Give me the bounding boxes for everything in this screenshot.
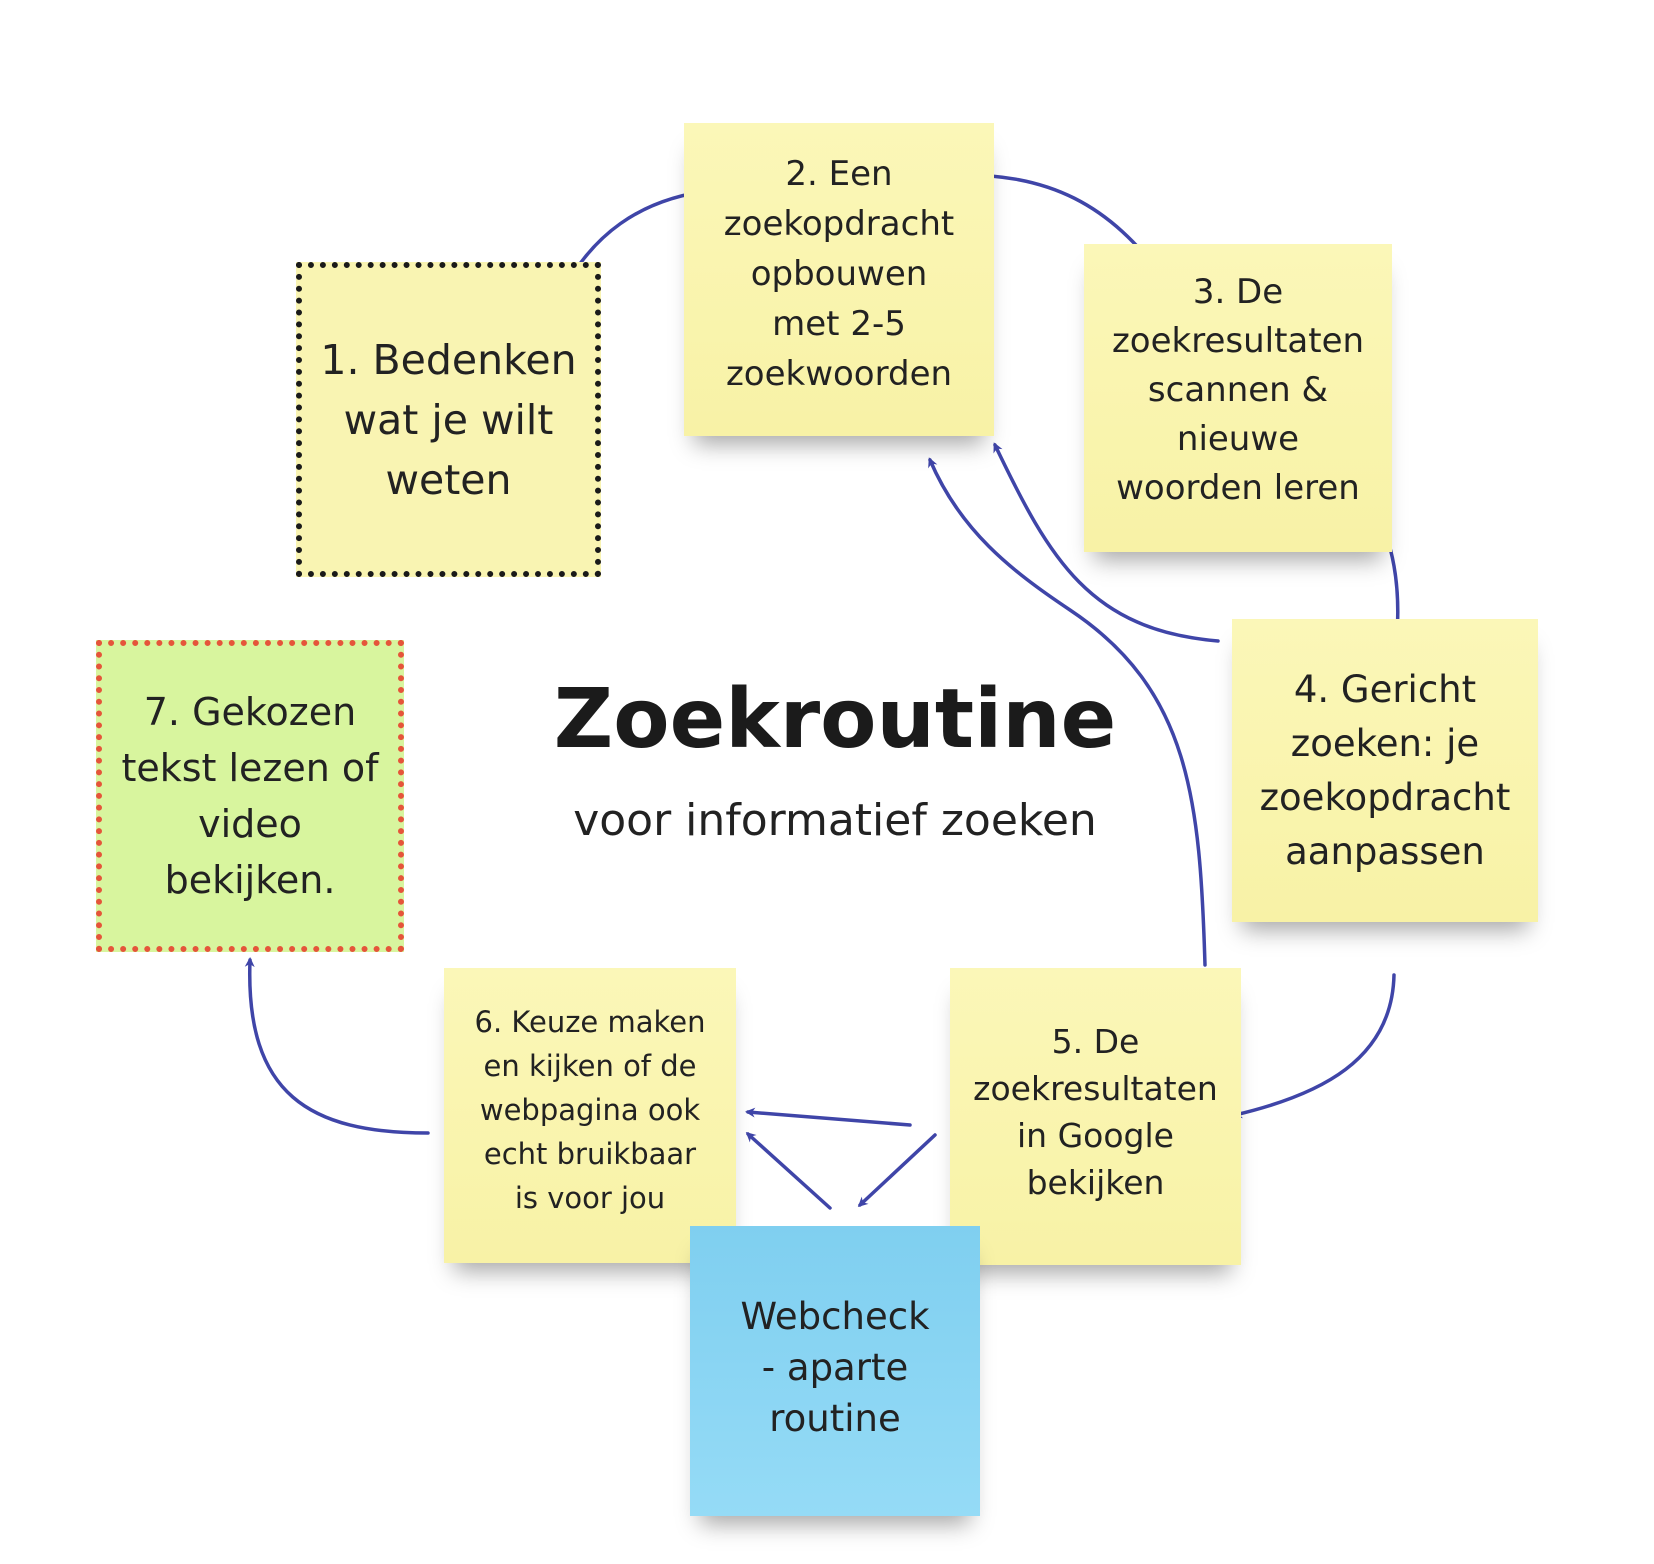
arrow-webcheck-to-step6 [745, 1131, 832, 1210]
step-6-note: 6. Keuze maken en kijken of de webpagina… [444, 968, 736, 1263]
arrow-step4-to-step5 [1232, 973, 1396, 1119]
step-4-note: 4. Gericht zoeken: je zoekopdracht aanpa… [1232, 619, 1538, 922]
diagram-subtitle: voor informatief zoeken [573, 795, 1097, 846]
webcheck-text: Webcheck - aparte routine [740, 1295, 930, 1440]
step-7-text: 7. Gekozen tekst lezen of video bekijken… [121, 690, 379, 902]
step-7-note: 7. Gekozen tekst lezen of video bekijken… [96, 640, 404, 952]
step-2-note: 2. Een zoekopdracht opbouwen met 2-5 zoe… [684, 123, 994, 436]
step-5-text: 5. De zoekresultaten in Google bekijken [973, 1021, 1218, 1202]
step-3-text: 3. De zoekresultaten scannen & nieuwe wo… [1111, 272, 1365, 508]
webcheck-note: Webcheck - aparte routine [690, 1226, 980, 1516]
diagram-title: Zoekroutine [553, 672, 1117, 767]
arrow-step5-to-step6 [745, 1107, 912, 1127]
arrow-step6-to-step7 [244, 957, 430, 1135]
step-1-text: 1. Bedenken wat je wilt weten [320, 335, 577, 504]
step-3-note: 3. De zoekresultaten scannen & nieuwe wo… [1084, 244, 1392, 552]
step-4-text: 4. Gericht zoeken: je zoekopdracht aanpa… [1259, 667, 1511, 873]
step-5-note: 5. De zoekresultaten in Google bekijken [950, 968, 1241, 1265]
step-6-text: 6. Keuze maken en kijken of de webpagina… [474, 1005, 706, 1215]
step-2-text: 2. Een zoekopdracht opbouwen met 2-5 zoe… [723, 154, 955, 394]
arrow-step5-to-webcheck [857, 1133, 937, 1208]
step-1-note: 1. Bedenken wat je wilt weten [296, 262, 601, 577]
